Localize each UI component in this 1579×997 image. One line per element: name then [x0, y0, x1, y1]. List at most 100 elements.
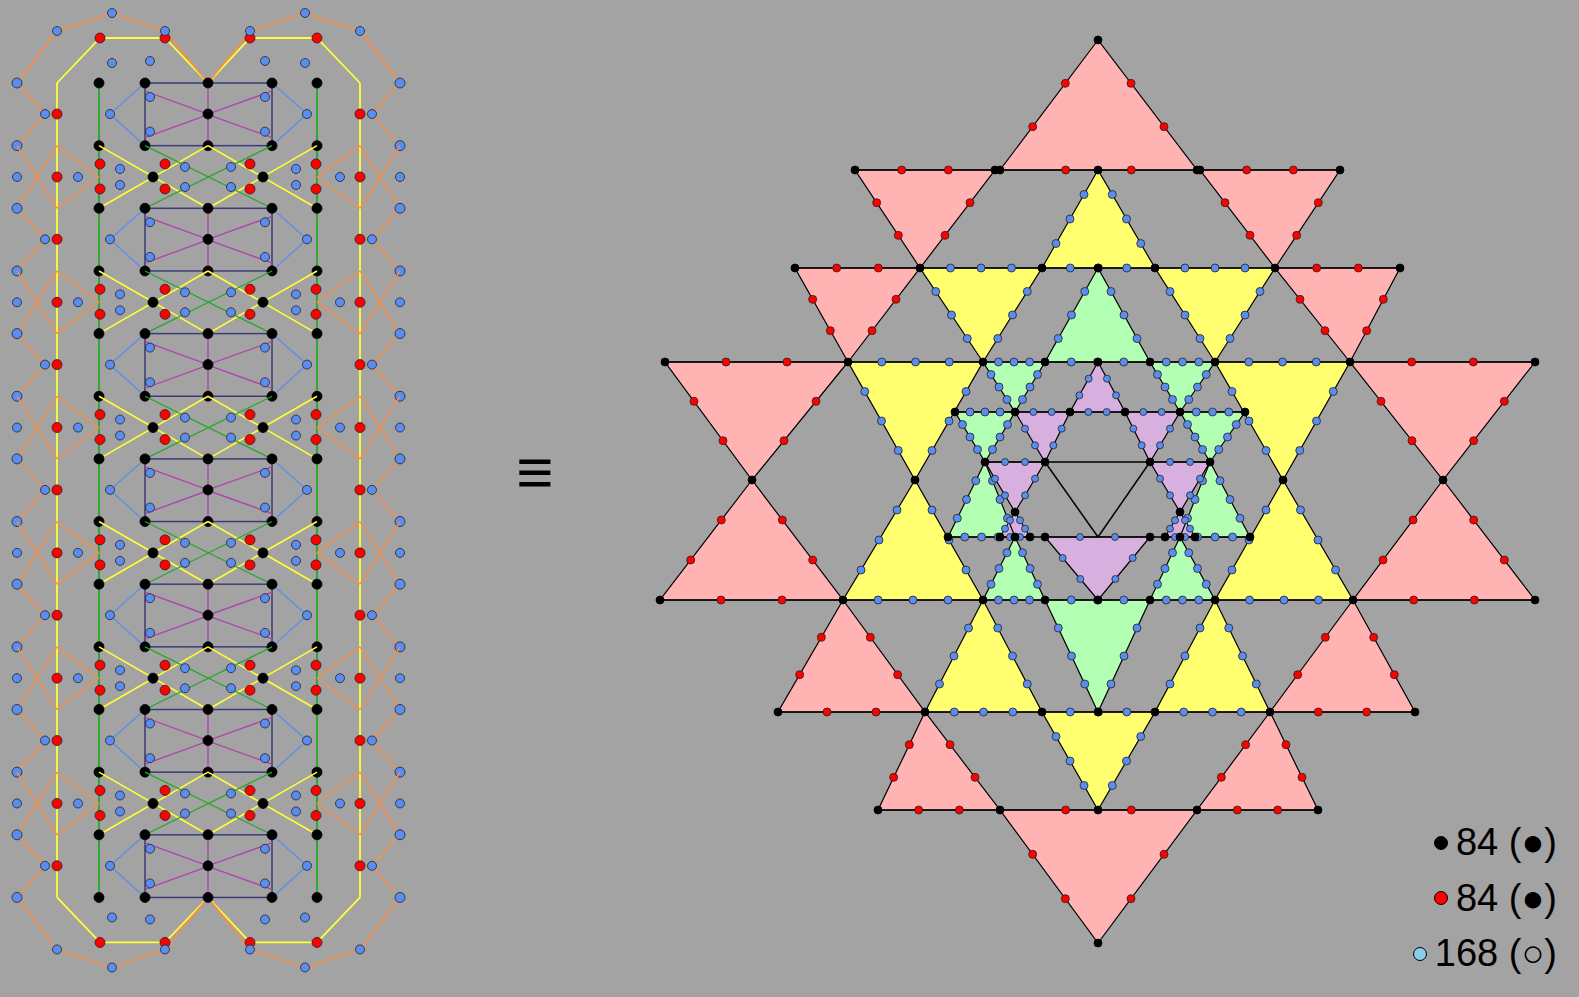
black-dot [1211, 596, 1219, 604]
blue-dot [1123, 708, 1131, 716]
blue-dot [1169, 396, 1177, 404]
black-dot [258, 798, 268, 808]
black-dot [1026, 533, 1034, 541]
red-dot [1296, 295, 1304, 303]
red-dot [160, 309, 170, 319]
black-dot [312, 78, 322, 88]
blue-dot [356, 945, 365, 954]
blue-dot [1226, 335, 1234, 343]
blue-dot [356, 27, 365, 36]
yellow-triangle [920, 268, 1042, 362]
blue-dot [227, 162, 236, 171]
red-dot [95, 535, 105, 545]
blue-dot [292, 164, 301, 173]
blue-dot [292, 290, 301, 299]
black-dot [312, 579, 322, 589]
blue-dot [1137, 240, 1145, 248]
yellow-line [99, 146, 208, 209]
red-dot [160, 660, 170, 670]
black-dot [267, 329, 277, 339]
blue-dot [1066, 757, 1074, 765]
blue-dot [116, 682, 125, 691]
black-dot [140, 579, 150, 589]
blue-dot [116, 306, 125, 315]
blue-dot [368, 611, 377, 620]
blue-dot [181, 288, 190, 297]
red-dot [1363, 708, 1371, 716]
red-dot [355, 736, 365, 746]
blue-dot [227, 433, 236, 442]
blue-dot [1140, 409, 1147, 416]
yellow-line [99, 772, 208, 835]
blue-dot [1066, 708, 1074, 716]
red-dot [245, 810, 255, 820]
red-dot [245, 184, 255, 194]
yellow-line [99, 271, 208, 334]
red-dot [809, 556, 817, 564]
blue-dot [1052, 733, 1060, 741]
red-dot [783, 358, 791, 366]
center-line [1098, 462, 1150, 537]
blue-dot [261, 754, 270, 763]
red-dot [1313, 264, 1321, 272]
blue-dot [1225, 624, 1233, 632]
blue-dot [146, 378, 155, 387]
triangle-outline [1045, 537, 1150, 600]
red-dot [1379, 295, 1387, 303]
blue-dot [261, 57, 270, 66]
orange-line [360, 146, 400, 209]
blue-dot [1077, 534, 1084, 541]
blue-dot [181, 182, 190, 191]
blue-dot [1199, 446, 1207, 454]
black-dot [148, 798, 158, 808]
blue-dot [13, 423, 22, 432]
triangle-outline [983, 362, 1045, 412]
black-dot [951, 408, 959, 416]
red-dot [892, 295, 900, 303]
blue-line [110, 334, 145, 397]
red-dot [1127, 895, 1135, 903]
blue-dot [108, 59, 117, 68]
blue-dot [1167, 492, 1174, 499]
yellow-line [99, 396, 208, 459]
blue-dot [227, 789, 236, 798]
blue-dot [146, 252, 155, 261]
black-dot [203, 109, 213, 119]
blue-dot [953, 514, 961, 522]
orange-line [317, 553, 360, 584]
blue-dot [947, 264, 955, 272]
black-dot [1176, 533, 1184, 541]
blue-dot [1026, 358, 1034, 366]
red-dot [1321, 327, 1329, 335]
green-triangle [1150, 537, 1215, 600]
triangle-outline [1000, 810, 1197, 943]
blue-dot [292, 682, 301, 691]
green-triangle [983, 537, 1045, 600]
blue-dot [1022, 492, 1029, 499]
blue-dot [1166, 680, 1174, 688]
black-dot [1041, 533, 1049, 541]
black-dot [148, 297, 158, 307]
blue-dot [1158, 409, 1165, 416]
blue-dot [1211, 264, 1219, 272]
purple-triangle [1125, 412, 1180, 462]
blue-dot [116, 540, 125, 549]
blue-dot [1081, 680, 1089, 688]
blue-dot [1054, 624, 1062, 632]
black-dot [312, 892, 322, 902]
blue-dot [966, 408, 974, 416]
black-dot [1041, 358, 1049, 366]
red-dot [311, 660, 321, 670]
blue-dot [995, 383, 1003, 391]
blue-dot [227, 809, 236, 818]
red-dot [355, 297, 365, 307]
red-dot [1061, 895, 1069, 903]
black-dot [748, 476, 756, 484]
blue-dot [395, 830, 405, 840]
green-line [145, 146, 272, 209]
blue-dot [994, 624, 1002, 632]
blue-dot [1167, 459, 1174, 466]
orange-line [17, 647, 57, 710]
blue-dot [1137, 733, 1145, 741]
red-dot [52, 109, 62, 119]
